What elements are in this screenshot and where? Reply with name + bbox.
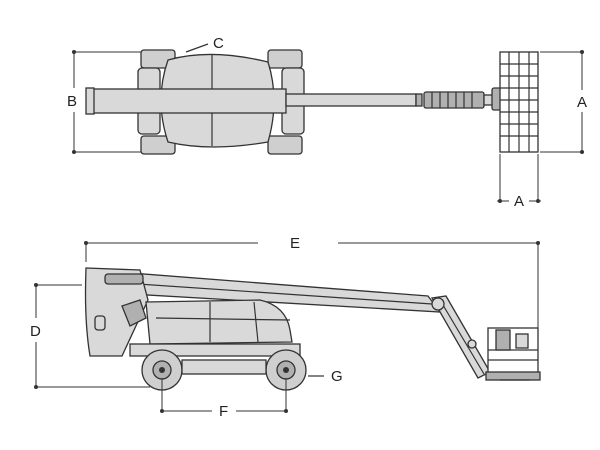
dimension-d: D <box>30 283 150 389</box>
chassis-side <box>145 299 293 345</box>
label-c: C <box>213 35 224 52</box>
top-view: B <box>67 35 587 210</box>
label-f: F <box>219 403 228 420</box>
counterweight <box>84 267 149 357</box>
rear-left-wheel <box>267 49 303 69</box>
dimension-a-horizontal: A <box>497 154 541 210</box>
rear-right-wheel <box>267 135 303 155</box>
jib-top <box>423 91 485 109</box>
label-a-bottom: A <box>514 193 524 210</box>
platform-top <box>499 51 539 153</box>
dimension-b: B <box>67 50 145 154</box>
label-b: B <box>67 93 77 110</box>
boom-end <box>85 87 95 115</box>
dimension-e: E <box>84 235 540 330</box>
side-view: E D <box>30 235 541 420</box>
dimension-f: F <box>160 378 288 420</box>
front-right-wheel <box>140 135 176 155</box>
dimension-a-vertical: A <box>540 50 587 154</box>
label-g: G <box>331 368 343 385</box>
platform-side <box>485 327 541 381</box>
label-a-top: A <box>577 94 587 111</box>
label-d: D <box>30 323 41 340</box>
label-e: E <box>290 235 300 252</box>
boom-cylinder <box>121 299 147 327</box>
boom-extension-top <box>285 93 417 107</box>
main-boom-top <box>87 88 287 114</box>
